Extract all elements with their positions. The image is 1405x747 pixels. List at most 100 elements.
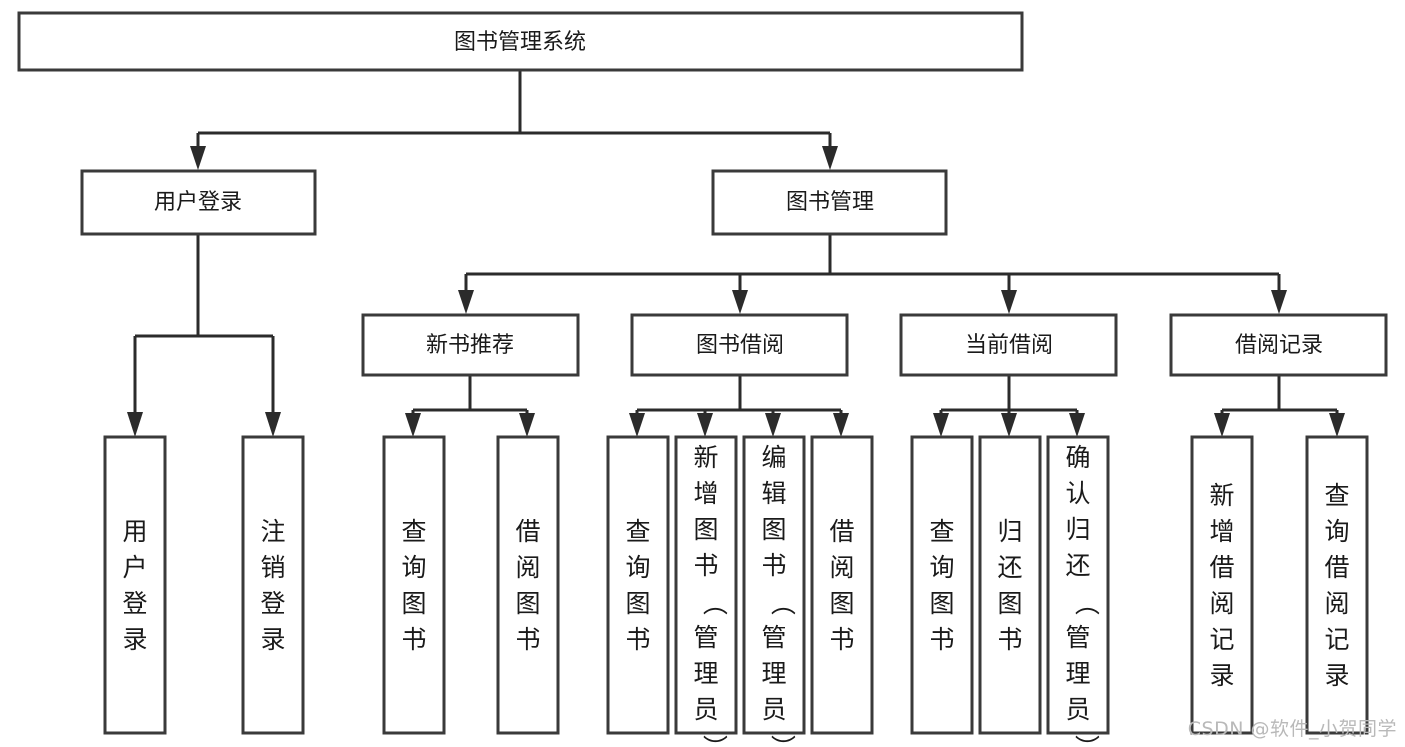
node-book-borrow-label: 图书借阅 xyxy=(696,333,784,358)
leaf-box-current-borrow-0[interactable] xyxy=(910,435,974,735)
leaf-glyph: 归 xyxy=(997,517,1022,546)
leaf-glyph: 查 xyxy=(401,517,426,546)
leaf-glyph: 记 xyxy=(1324,625,1349,654)
connector-group-book-mgmt xyxy=(458,234,1287,314)
arrow-current-c2 xyxy=(1001,413,1017,437)
leaf-box-book-borrow-2[interactable] xyxy=(742,435,806,735)
node-current-borrow[interactable]: 当前借阅 xyxy=(899,313,1118,377)
node-book-management[interactable]: 图书管理 xyxy=(711,169,948,236)
node-borrow-record-label: 借阅记录 xyxy=(1235,333,1323,358)
leaf-glyph: 编 xyxy=(761,443,786,472)
leaf-box-borrow-record-1[interactable] xyxy=(1305,435,1369,735)
arrow-borrow-c3 xyxy=(765,413,781,437)
leaf-glyph: 录 xyxy=(122,625,147,654)
leaf-group-new-book xyxy=(382,435,560,735)
leaf-glyph: 管 xyxy=(693,623,718,652)
leaf-box-current-borrow-2[interactable] xyxy=(1046,435,1110,735)
node-new-book-recommend-label: 新书推荐 xyxy=(426,333,514,358)
leaf-box-user-login-1[interactable] xyxy=(241,435,305,735)
leaf-box-new-book-0[interactable] xyxy=(382,435,446,735)
node-borrow-record-box[interactable] xyxy=(1169,313,1388,377)
arrow-current-c1 xyxy=(933,413,949,437)
leaf-box-book-borrow-0[interactable] xyxy=(606,435,670,735)
leaf-glyph: 借 xyxy=(829,517,854,546)
arrow-borrow-c1 xyxy=(629,413,645,437)
leaf-glyph: 管 xyxy=(1065,623,1090,652)
leaf-glyph: 归 xyxy=(1065,515,1090,544)
leaf-group-user-login xyxy=(103,435,305,735)
leaf-glyph: ） xyxy=(700,734,729,747)
leaf-glyph: 书 xyxy=(829,625,854,654)
arrow-login-c1 xyxy=(127,412,143,437)
leaf-glyph: 还 xyxy=(997,553,1022,582)
leaf-group-book-borrow xyxy=(606,435,874,735)
leaf-glyph: 询 xyxy=(1324,517,1349,546)
connector-group-root xyxy=(190,71,838,170)
leaf-glyph: 录 xyxy=(260,625,285,654)
leaf-group-borrow-record xyxy=(1190,435,1369,735)
leaf-glyph: 阅 xyxy=(1324,589,1349,618)
node-current-borrow-box[interactable] xyxy=(899,313,1118,377)
node-book-borrow-box[interactable] xyxy=(630,313,849,377)
leaf-glyph: ） xyxy=(1072,734,1101,747)
leaf-glyph: 查 xyxy=(1324,481,1349,510)
leaf-glyph: 新 xyxy=(693,443,718,472)
leaf-glyph: 记 xyxy=(1209,625,1234,654)
leaf-glyph: 图 xyxy=(997,589,1022,618)
leaf-glyph: 录 xyxy=(1209,661,1234,690)
leaf-glyph: 户 xyxy=(122,553,147,582)
arrow-record-c1 xyxy=(1214,413,1230,437)
leaf-glyph: 书 xyxy=(929,625,954,654)
arrow-newbook-c1 xyxy=(405,413,421,437)
leaf-glyph: 询 xyxy=(625,553,650,582)
connector-group-new-book xyxy=(405,375,535,437)
node-book-borrow[interactable]: 图书借阅 xyxy=(630,313,849,377)
leaf-glyph: 图 xyxy=(693,515,718,544)
node-user-login-label: 用户登录 xyxy=(154,190,242,215)
leaf-glyph: 确 xyxy=(1065,443,1090,472)
arrow-current-c3 xyxy=(1069,413,1085,437)
leaf-box-current-borrow-1[interactable] xyxy=(978,435,1042,735)
leaf-box-book-borrow-3[interactable] xyxy=(810,435,874,735)
node-root[interactable]: 图书管理系统 xyxy=(17,11,1024,72)
leaf-glyph: 还 xyxy=(1065,551,1090,580)
arrow-bookmgmt-c4 xyxy=(1271,290,1287,314)
leaf-glyph: 询 xyxy=(401,553,426,582)
leaf-box-borrow-record-0[interactable] xyxy=(1190,435,1254,735)
leaf-glyph: 管 xyxy=(761,623,786,652)
leaf-glyph: 图 xyxy=(625,589,650,618)
leaf-glyph: 增 xyxy=(1209,517,1234,546)
leaf-glyph: 图 xyxy=(401,589,426,618)
connector-group-user-login xyxy=(127,234,281,437)
node-borrow-record[interactable]: 借阅记录 xyxy=(1169,313,1388,377)
leaf-glyph: 书 xyxy=(693,551,718,580)
leaf-glyph: 员 xyxy=(761,695,786,724)
node-user-login-box[interactable] xyxy=(80,169,317,236)
leaf-glyph: 阅 xyxy=(1209,589,1234,618)
leaf-glyph: 新 xyxy=(1209,481,1234,510)
node-root-box[interactable] xyxy=(17,11,1024,72)
leaf-glyph: 用 xyxy=(122,517,147,546)
leaf-glyph: 辑 xyxy=(761,479,786,508)
arrow-bookmgmt-c3 xyxy=(1001,290,1017,314)
arrow-newbook-c2 xyxy=(519,413,535,437)
leaf-text-layer: 用户登录注销登录查询图书借阅图书查询图书新增图书（管理员）编辑图书（管理员）借阅… xyxy=(122,443,1349,747)
node-current-borrow-label: 当前借阅 xyxy=(965,333,1053,358)
leaf-box-book-borrow-1[interactable] xyxy=(674,435,738,735)
node-book-management-box[interactable] xyxy=(711,169,948,236)
node-new-book-recommend-box[interactable] xyxy=(361,313,580,377)
leaf-box-user-login-0[interactable] xyxy=(103,435,167,735)
leaf-glyph: 登 xyxy=(122,589,147,618)
node-user-login[interactable]: 用户登录 xyxy=(80,169,317,236)
leaf-glyph: 查 xyxy=(929,517,954,546)
leaf-glyph: 书 xyxy=(401,625,426,654)
node-new-book-recommend[interactable]: 新书推荐 xyxy=(361,313,580,377)
arrow-record-c2 xyxy=(1329,413,1345,437)
leaf-box-new-book-1[interactable] xyxy=(496,435,560,735)
